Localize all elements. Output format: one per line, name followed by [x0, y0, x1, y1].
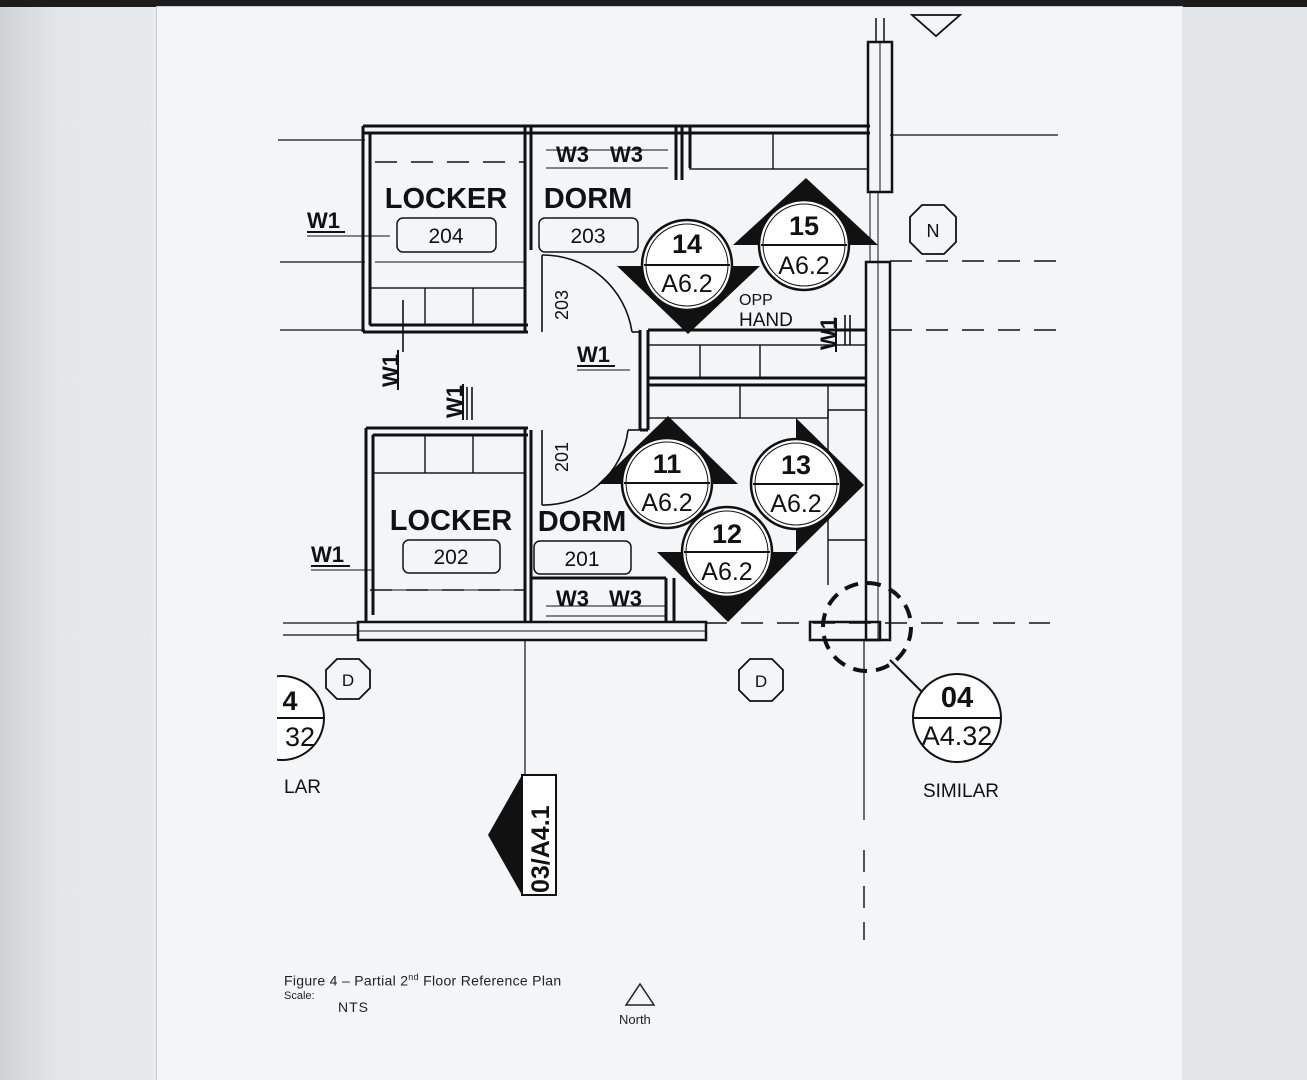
detail-number-left: 4 [282, 686, 297, 716]
note-opp: OPP [739, 292, 773, 309]
room-name-201: DORM [538, 506, 627, 538]
page-edge-mask [157, 660, 277, 780]
north-arrow-icon [624, 982, 656, 1006]
grid-bubble-d-right [738, 658, 784, 702]
fixtures [369, 132, 869, 617]
room-number-202: 202 [433, 546, 468, 569]
elevation-number-15: 15 [789, 211, 819, 241]
detail-number-right: 04 [941, 682, 973, 714]
monitor-bezel-top [0, 0, 1307, 7]
figure-title: Figure 4 – Partial 2nd Floor Reference P… [284, 972, 561, 989]
detail-callout-circle [821, 581, 926, 696]
detail-bubbles [239, 673, 1002, 763]
wall-tag-w1-vertical-1: W1 [378, 354, 403, 387]
elevation-sheet-14: A6.2 [661, 270, 712, 298]
wall-tag-w3-top-1: W3 [556, 142, 589, 167]
grid-bubble-d-left [325, 658, 371, 700]
grid-label-n: N [927, 221, 940, 241]
elevation-sheet-11: A6.2 [641, 489, 692, 517]
drawing-sheet [157, 7, 1182, 1080]
elevation-number-13: 13 [781, 450, 811, 480]
wall-tag-w3-bottom-1: W3 [556, 586, 589, 611]
elevation-sheet-13: A6.2 [770, 490, 821, 518]
section-marker-label: 03/A4.1 [527, 805, 555, 893]
elevation-number-12: 12 [712, 519, 742, 549]
elevation-marker-12 [657, 505, 798, 622]
room-number-203: 203 [570, 225, 605, 248]
detail-sheet-left: 32 [285, 722, 315, 752]
detail-note-right: SIMILAR [923, 781, 999, 802]
grid-label-d-right: D [755, 672, 767, 691]
room-name-204: LOCKER [385, 183, 508, 215]
note-hand: HAND [739, 310, 793, 331]
detail-sheet-right: A4.32 [922, 721, 993, 751]
figure-title-sup: nd [408, 972, 419, 982]
top-marker [909, 14, 963, 38]
room-number-201: 201 [564, 548, 599, 571]
grid-label-d-left: D [342, 671, 354, 690]
grid-bubbles [325, 14, 963, 702]
wall-tag-w1-top-left: W1 [307, 208, 340, 233]
side-panel [1182, 7, 1307, 1080]
scale-label: Scale: [284, 990, 315, 1002]
section-marker [488, 774, 557, 896]
elevation-number-11: 11 [653, 449, 682, 479]
detail-note-left: LAR [284, 777, 321, 798]
room-number-204: 204 [428, 225, 463, 248]
room-name-203: DORM [544, 183, 633, 215]
elevation-marker-11 [598, 416, 738, 530]
figure-title-prefix: Figure 4 – Partial 2 [284, 972, 409, 989]
door-swings [541, 254, 640, 506]
wall-tag-underlines [307, 231, 837, 571]
elevation-sheet-12: A6.2 [701, 558, 752, 586]
wall-tag-w3-top-2: W3 [610, 142, 643, 167]
room-number-boxes [396, 217, 639, 575]
elevation-marker-13 [749, 418, 864, 552]
wall-tag-w1-vertical-2: W1 [442, 385, 467, 418]
scale-value: NTS [338, 999, 369, 1015]
door-number-203: 203 [552, 290, 572, 320]
elevation-marker-15 [733, 178, 878, 292]
wall-tag-w1-corridor: W1 [577, 342, 610, 367]
elevation-marker-14 [617, 218, 760, 334]
wall-tag-w3-bottom-2: W3 [609, 586, 642, 611]
elevation-number-14: 14 [672, 229, 702, 259]
wall-tag-w1-bottom-left: W1 [311, 542, 344, 567]
door-number-201: 201 [552, 442, 572, 472]
room-name-202: LOCKER [390, 505, 513, 537]
north-label: North [619, 1012, 651, 1027]
elevation-sheet-15: A6.2 [778, 252, 829, 280]
grid-bubble-n [909, 204, 957, 255]
figure-title-suffix: Floor Reference Plan [418, 972, 562, 989]
wall-tag-w1-vertical-3: W1 [816, 317, 841, 350]
